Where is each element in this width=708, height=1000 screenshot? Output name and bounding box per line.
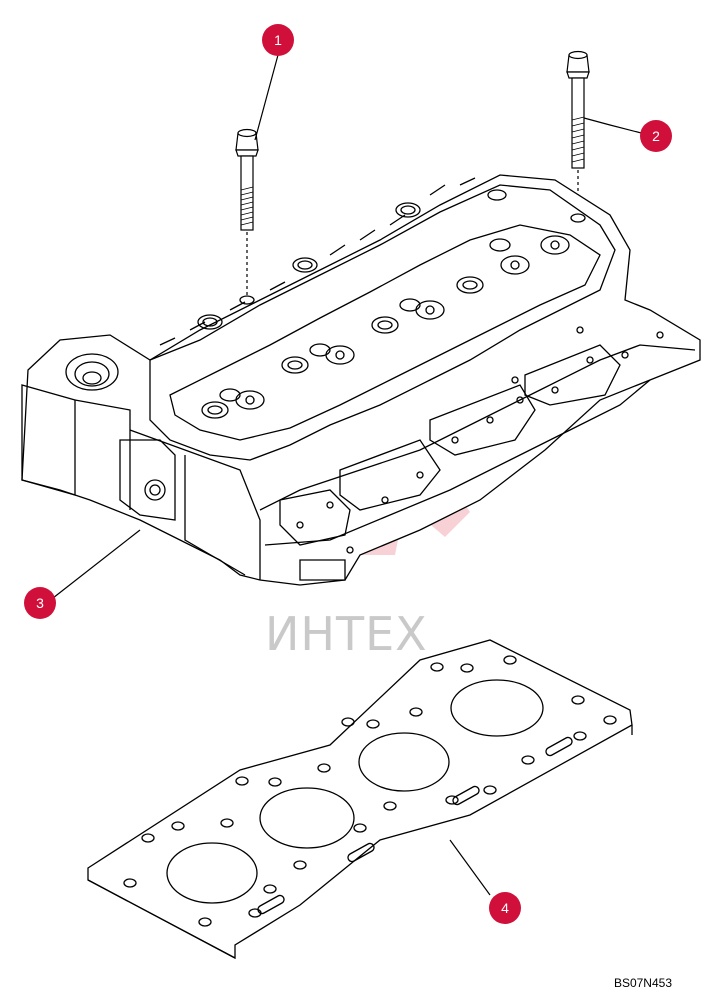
callout-2-number: 2 <box>652 128 660 144</box>
callout-2: 2 <box>640 120 672 152</box>
head-gasket <box>87 639 633 960</box>
callout-1-number: 1 <box>274 32 282 48</box>
bolt-1 <box>235 128 259 295</box>
callout-4-number: 4 <box>501 900 509 916</box>
callout-3: 3 <box>24 587 56 619</box>
watermark-text: ИНТЕХ <box>265 607 428 661</box>
leader-lines <box>52 54 646 896</box>
callout-1: 1 <box>262 24 294 56</box>
callout-4: 4 <box>489 892 521 924</box>
callout-3-number: 3 <box>36 595 44 611</box>
bolt-2 <box>566 50 590 215</box>
cylinder-head <box>21 174 701 586</box>
drawing-code: BS07N453 <box>613 976 672 990</box>
